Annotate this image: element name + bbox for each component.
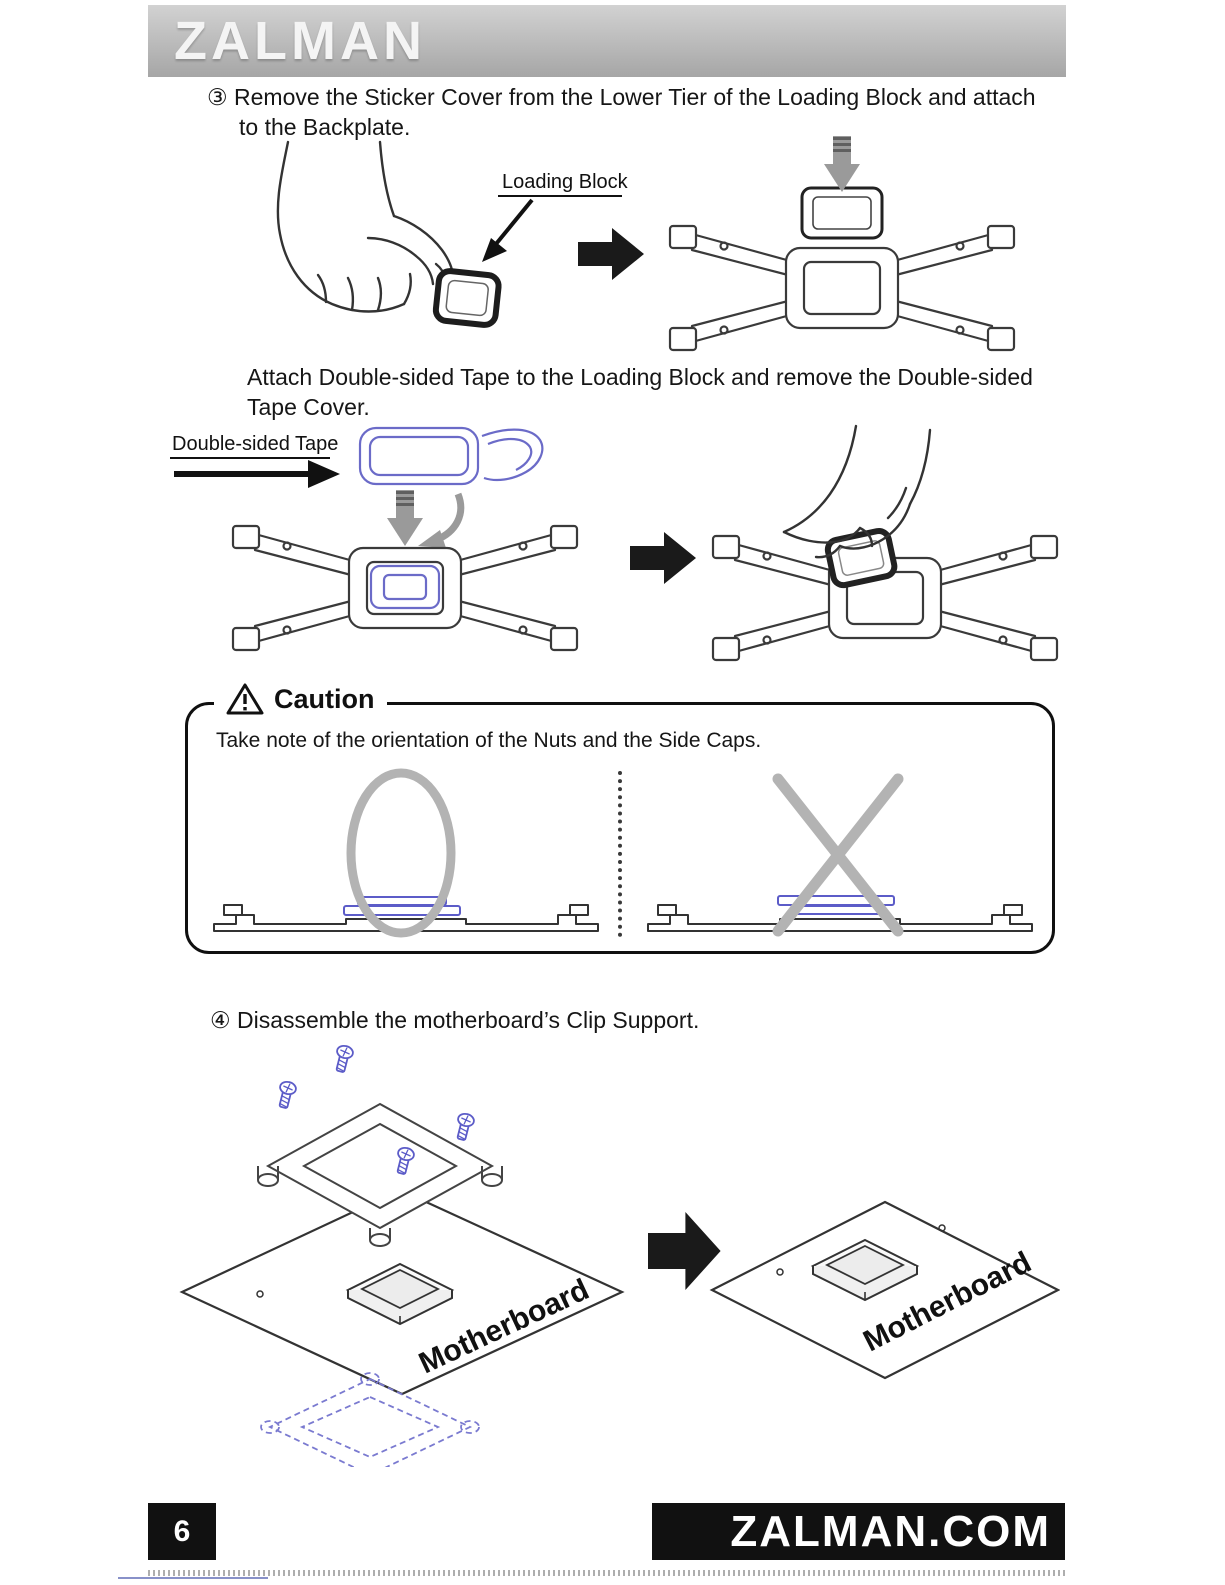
tape-on-block — [369, 564, 441, 610]
press-down-arrow-icon — [824, 136, 860, 192]
loading-block — [800, 186, 884, 240]
footer-brand: ZALMAN.COM — [730, 1506, 1051, 1556]
tape-cover — [824, 527, 898, 589]
clip-support-frame — [257, 1102, 503, 1247]
dotted-divider — [618, 771, 622, 937]
header-bar: ZALMAN — [148, 5, 1066, 77]
sticker-cover — [432, 268, 502, 328]
screw-icon — [331, 1043, 356, 1075]
caution-title: Caution — [214, 683, 387, 715]
label-pointer-arrow-icon — [482, 198, 534, 262]
loading-block-label: Loading Block — [502, 171, 629, 193]
wrong-X-mark-icon — [772, 773, 904, 937]
step-arrow-icon — [648, 1212, 721, 1290]
correct-O-mark-icon — [346, 768, 456, 938]
motherboard-exploded: Motherboard — [179, 1043, 625, 1467]
correct-orientation-figure — [213, 768, 599, 938]
page-number: 6 — [148, 1503, 216, 1560]
backplate-with-loading-block — [668, 136, 1016, 352]
caution-title-text: Caution — [274, 683, 375, 714]
tape-and-cover — [358, 426, 544, 486]
hand-holding-sticker — [276, 140, 502, 328]
step-arrow-icon — [578, 228, 644, 280]
step-3-text: ③ Remove the Sticker Cover from the Lowe… — [207, 84, 1036, 141]
step-4-text: ④ Disassemble the motherboard’s Clip Sup… — [210, 1007, 700, 1033]
label-pointer-arrow-icon — [174, 460, 340, 488]
backplate-dashed — [260, 1372, 480, 1467]
curved-arrow-icon — [418, 492, 465, 548]
fine-print-underline — [118, 1577, 268, 1579]
illustration-remove-sticker-cover: Loading Block — [276, 136, 1016, 352]
caution-body-text: Take note of the orientation of the Nuts… — [216, 729, 762, 752]
illustration-clip-support: Motherboard — [179, 1043, 1060, 1467]
step-arrow-icon — [630, 532, 696, 584]
tape-instruction-text: Attach Double-sided Tape to the Loading … — [247, 364, 1033, 421]
fine-print-strip — [148, 1570, 1066, 1576]
screw-icon — [452, 1111, 477, 1143]
backplate-apply-tape — [231, 490, 579, 652]
wrong-orientation-figure — [647, 773, 1033, 937]
peel-tape-cover — [711, 424, 1059, 662]
warning-icon — [226, 683, 264, 715]
press-down-arrow-icon — [387, 490, 423, 546]
caution-box: Caution Take note of the orientation of … — [185, 683, 1055, 954]
footer-bar: ZALMAN.COM — [652, 1503, 1065, 1560]
double-sided-tape-label: Double-sided Tape — [172, 433, 338, 455]
orientation-comparison — [196, 765, 1044, 943]
screw-icon — [274, 1079, 299, 1111]
motherboard-assembled: Motherboard — [709, 1200, 1060, 1380]
zalman-logo: ZALMAN — [174, 11, 426, 71]
illustration-double-sided-tape: Double-sided Tape — [170, 424, 1059, 662]
